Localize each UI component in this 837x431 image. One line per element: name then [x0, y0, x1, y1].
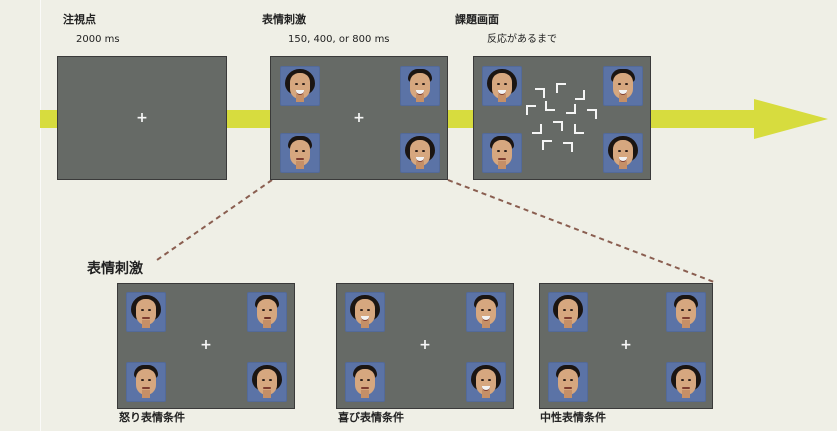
search-target-9 — [553, 121, 563, 131]
task-top-right-face — [603, 66, 643, 106]
search-target-10 — [574, 124, 584, 134]
search-target-1 — [535, 88, 545, 98]
search-target-3 — [575, 90, 585, 100]
happy-cross: + — [419, 337, 431, 353]
right-dashed-connector — [447, 179, 715, 283]
task-screen-title: 課題画面 — [455, 13, 499, 26]
neutral-cross: + — [620, 337, 632, 353]
neutral-condition-label: 中性表情条件 — [540, 411, 606, 424]
angry-bottom-left-face — [126, 362, 166, 402]
search-target-2 — [556, 83, 566, 93]
fixation-duration: 2000 ms — [76, 34, 120, 45]
fixation-cross: + — [136, 110, 148, 126]
lower-section-title: 表情刺激 — [87, 261, 143, 277]
neutral-top-left-face — [548, 292, 588, 332]
search-target-4 — [526, 105, 536, 115]
top-left-face — [280, 66, 320, 106]
task-bottom-left-face — [482, 133, 522, 173]
task-top-left-face — [482, 66, 522, 106]
angry-cross: + — [200, 337, 212, 353]
angry-condition-label: 怒り表情条件 — [119, 411, 185, 424]
angry-top-right-face — [247, 292, 287, 332]
happy-bottom-left-face — [345, 362, 385, 402]
search-target-11 — [542, 140, 552, 150]
happy-condition-label: 喜び表情条件 — [338, 411, 404, 424]
left-border-line — [40, 0, 41, 431]
top-right-face — [400, 66, 440, 106]
angry-bottom-right-face — [247, 362, 287, 402]
fixation-screen: + — [57, 56, 227, 180]
bottom-right-face — [400, 133, 440, 173]
angry-condition-screen: + — [117, 283, 295, 409]
happy-top-left-face — [345, 292, 385, 332]
task-bottom-right-face — [603, 133, 643, 173]
happy-top-right-face — [466, 292, 506, 332]
stimulus-cross: + — [353, 110, 365, 126]
search-target-12 — [563, 142, 573, 152]
emotion-stimulus-duration: 150, 400, or 800 ms — [288, 34, 390, 45]
search-target-5 — [545, 101, 555, 111]
bottom-left-face — [280, 133, 320, 173]
emotion-stimulus-title: 表情刺激 — [262, 13, 306, 26]
search-target-6 — [566, 104, 576, 114]
task-screen-subtitle: 反応があるまで — [487, 34, 557, 45]
search-target-7 — [587, 109, 597, 119]
task-screen — [473, 56, 651, 180]
emotion-stimulus-screen: + — [270, 56, 448, 180]
neutral-bottom-right-face — [666, 362, 706, 402]
happy-condition-screen: + — [336, 283, 514, 409]
timeline-arrow-head — [754, 99, 828, 139]
search-target-8 — [532, 124, 542, 134]
neutral-bottom-left-face — [548, 362, 588, 402]
happy-bottom-right-face — [466, 362, 506, 402]
angry-top-left-face — [126, 292, 166, 332]
left-dashed-connector — [153, 179, 273, 263]
fixation-title: 注視点 — [63, 13, 96, 26]
neutral-top-right-face — [666, 292, 706, 332]
neutral-condition-screen: + — [539, 283, 713, 409]
